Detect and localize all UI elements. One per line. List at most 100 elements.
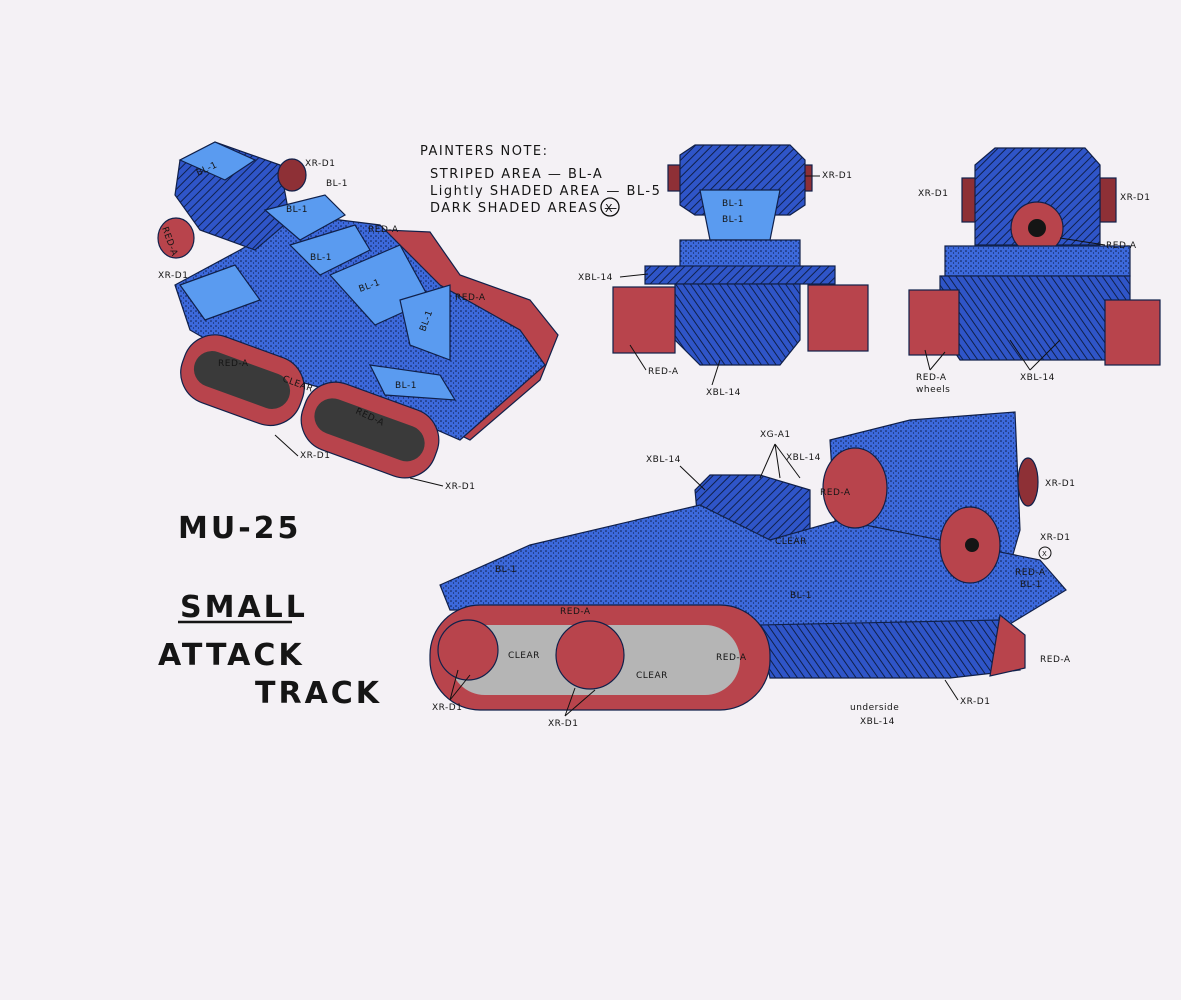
rear-track-left [908, 289, 960, 356]
rear-label-xbl14: XBL-14 [1020, 373, 1055, 383]
model-code: MU-25 [178, 511, 301, 546]
side-label-x: X [1042, 550, 1047, 558]
panel-bl1-d [399, 284, 451, 361]
front-lower-hull [674, 283, 801, 366]
side-rear-fender [989, 613, 1026, 677]
side-label-xrd1-track-2: XR-D1 [548, 719, 578, 729]
label-bl1-panel-f: BL-1 [395, 381, 417, 391]
side-leader-xrd1-2 [564, 687, 596, 717]
front-label-bl1-b: BL-1 [722, 215, 744, 225]
front-leader-xbl14 [711, 359, 721, 386]
side-label-bl1-hull: BL-1 [790, 591, 812, 601]
side-wheel-left [157, 217, 195, 259]
label-xrd1-turret: XR-D1 [305, 159, 335, 169]
side-view: BL-1 XBL-14 XG-A1 XBL-14 RED-A CLEAR XR-… [429, 411, 1075, 729]
label-reda-side: RED-A [455, 293, 486, 303]
side-label-clear-1: CLEAR [508, 651, 540, 661]
front-view: BL-1 BL-1 XR-D1 XBL-14 RED-A XBL-14 [578, 144, 869, 398]
side-wheel-top [277, 158, 307, 192]
side-label-reda-hatch: RED-A [1015, 568, 1046, 578]
front-label-xbl14-side: XBL-14 [578, 273, 613, 283]
panel-bl1-e [179, 264, 261, 321]
side-leader-xga1 [759, 443, 801, 479]
side-label-xrd1-track-1: XR-D1 [432, 703, 462, 713]
front-deck [644, 265, 836, 285]
side-label-bl1-small: BL-1 [1020, 580, 1042, 590]
panel-bl1-a [263, 194, 346, 241]
rear-turret [974, 147, 1101, 246]
side-label-xbl14: XBL-14 [646, 455, 681, 465]
title-line-3: TRACK [255, 676, 382, 711]
side-label-reda-wheel: RED-A [820, 488, 851, 498]
front-label-reda: RED-A [648, 367, 679, 377]
rear-label-xrd1-left: XR-D1 [918, 189, 948, 199]
label-xrd1-left: XR-D1 [158, 271, 188, 281]
front-leader-xbl14-side [619, 273, 649, 278]
painters-note-symbol: X [605, 202, 613, 215]
side-x-circle-icon [1038, 546, 1052, 560]
panel-bl1-b [288, 224, 371, 276]
label-bl1-top: BL-1 [326, 179, 348, 189]
painters-note-line-1: STRIPED AREA — BL-A [430, 167, 603, 182]
rear-hatch-hub [1028, 219, 1046, 237]
side-label-xrd1-hatch: XR-D1 [1040, 533, 1070, 543]
leader-xrd1-track [274, 434, 299, 457]
rear-side-wheel-right [1099, 177, 1117, 223]
label-xrd1-track-rear: XR-D1 [445, 482, 475, 492]
title-line-1: SMALL [180, 590, 308, 625]
side-leader-xrd1-under [944, 679, 959, 701]
turret-top-panel [178, 141, 257, 181]
front-track-left [612, 286, 676, 354]
leader-xrd1-track-rear [409, 477, 444, 487]
side-label-xga1: XG-A1 [760, 430, 791, 440]
rear-label-reda-wheels-2: wheels [916, 385, 950, 395]
rear-lower-hull [939, 275, 1131, 361]
front-track-right [807, 284, 869, 352]
side-label-clear-2: CLEAR [636, 671, 668, 681]
front-label-xbl14: XBL-14 [706, 388, 741, 398]
painters-note-line-2: Lightly SHADED AREA — BL-5 [430, 184, 661, 199]
front-label-bl1-a: BL-1 [722, 199, 744, 209]
isometric-view: BL-1 XR-D1 BL-1 BL-1 BL-1 BL-1 BL-1 BL-1… [157, 141, 559, 492]
side-label-clear-cab: CLEAR [775, 537, 807, 547]
side-label-reda-fender: RED-A [1040, 655, 1071, 665]
painters-note-title: PAINTERS NOTE: [420, 144, 549, 159]
side-wheel-large [822, 447, 888, 529]
side-label-reda-top: RED-A [560, 607, 591, 617]
label-bl1-panel-b: BL-1 [310, 253, 332, 263]
label-reda-armor: RED-A [368, 225, 399, 235]
side-label-bl1: BL-1 [495, 565, 517, 575]
side-label-xrd1-under: XR-D1 [960, 697, 990, 707]
rear-view: XR-D1 XR-D1 RED-A RED-A wheels XBL-14 [908, 147, 1161, 395]
side-road-wheel-2 [555, 620, 625, 690]
side-label-underside-2: XBL-14 [860, 717, 895, 727]
side-leader-xrd1-1 [449, 669, 471, 701]
rear-label-reda: RED-A [1106, 241, 1137, 251]
painters-note-line-3: DARK SHADED AREAS — [430, 201, 619, 216]
track-left-inner [193, 351, 291, 409]
side-label-xbl14-small: XBL-14 [786, 453, 821, 463]
rear-leader-reda [1059, 237, 1106, 246]
side-leader-xbl14 [679, 465, 706, 491]
side-label-underside-1: underside [850, 703, 899, 713]
front-leader-reda [629, 344, 647, 371]
track-right-inner [314, 398, 425, 462]
label-xrd1-track: XR-D1 [300, 451, 330, 461]
x-circle-icon [600, 197, 620, 217]
side-underside [759, 619, 1021, 679]
rear-label-xrd1-right: XR-D1 [1120, 193, 1150, 203]
side-wheel-rear [1017, 457, 1039, 507]
side-road-wheel-1 [437, 619, 499, 681]
rear-leader-xbl14 [1009, 339, 1061, 371]
side-hatch-hub [965, 538, 979, 552]
title-line-2: ATTACK [158, 638, 305, 673]
label-reda-track-left: RED-A [218, 359, 249, 369]
rear-leader-wheels [924, 349, 946, 371]
rear-label-reda-wheels-1: RED-A [916, 373, 947, 383]
rear-track-right [1104, 299, 1161, 366]
rear-body [944, 245, 1131, 277]
title-block: MU-25 SMALL ATTACK TRACK [158, 511, 382, 711]
label-bl1-panel-a: BL-1 [286, 205, 308, 215]
painters-note: PAINTERS NOTE: STRIPED AREA — BL-A Light… [420, 144, 661, 217]
